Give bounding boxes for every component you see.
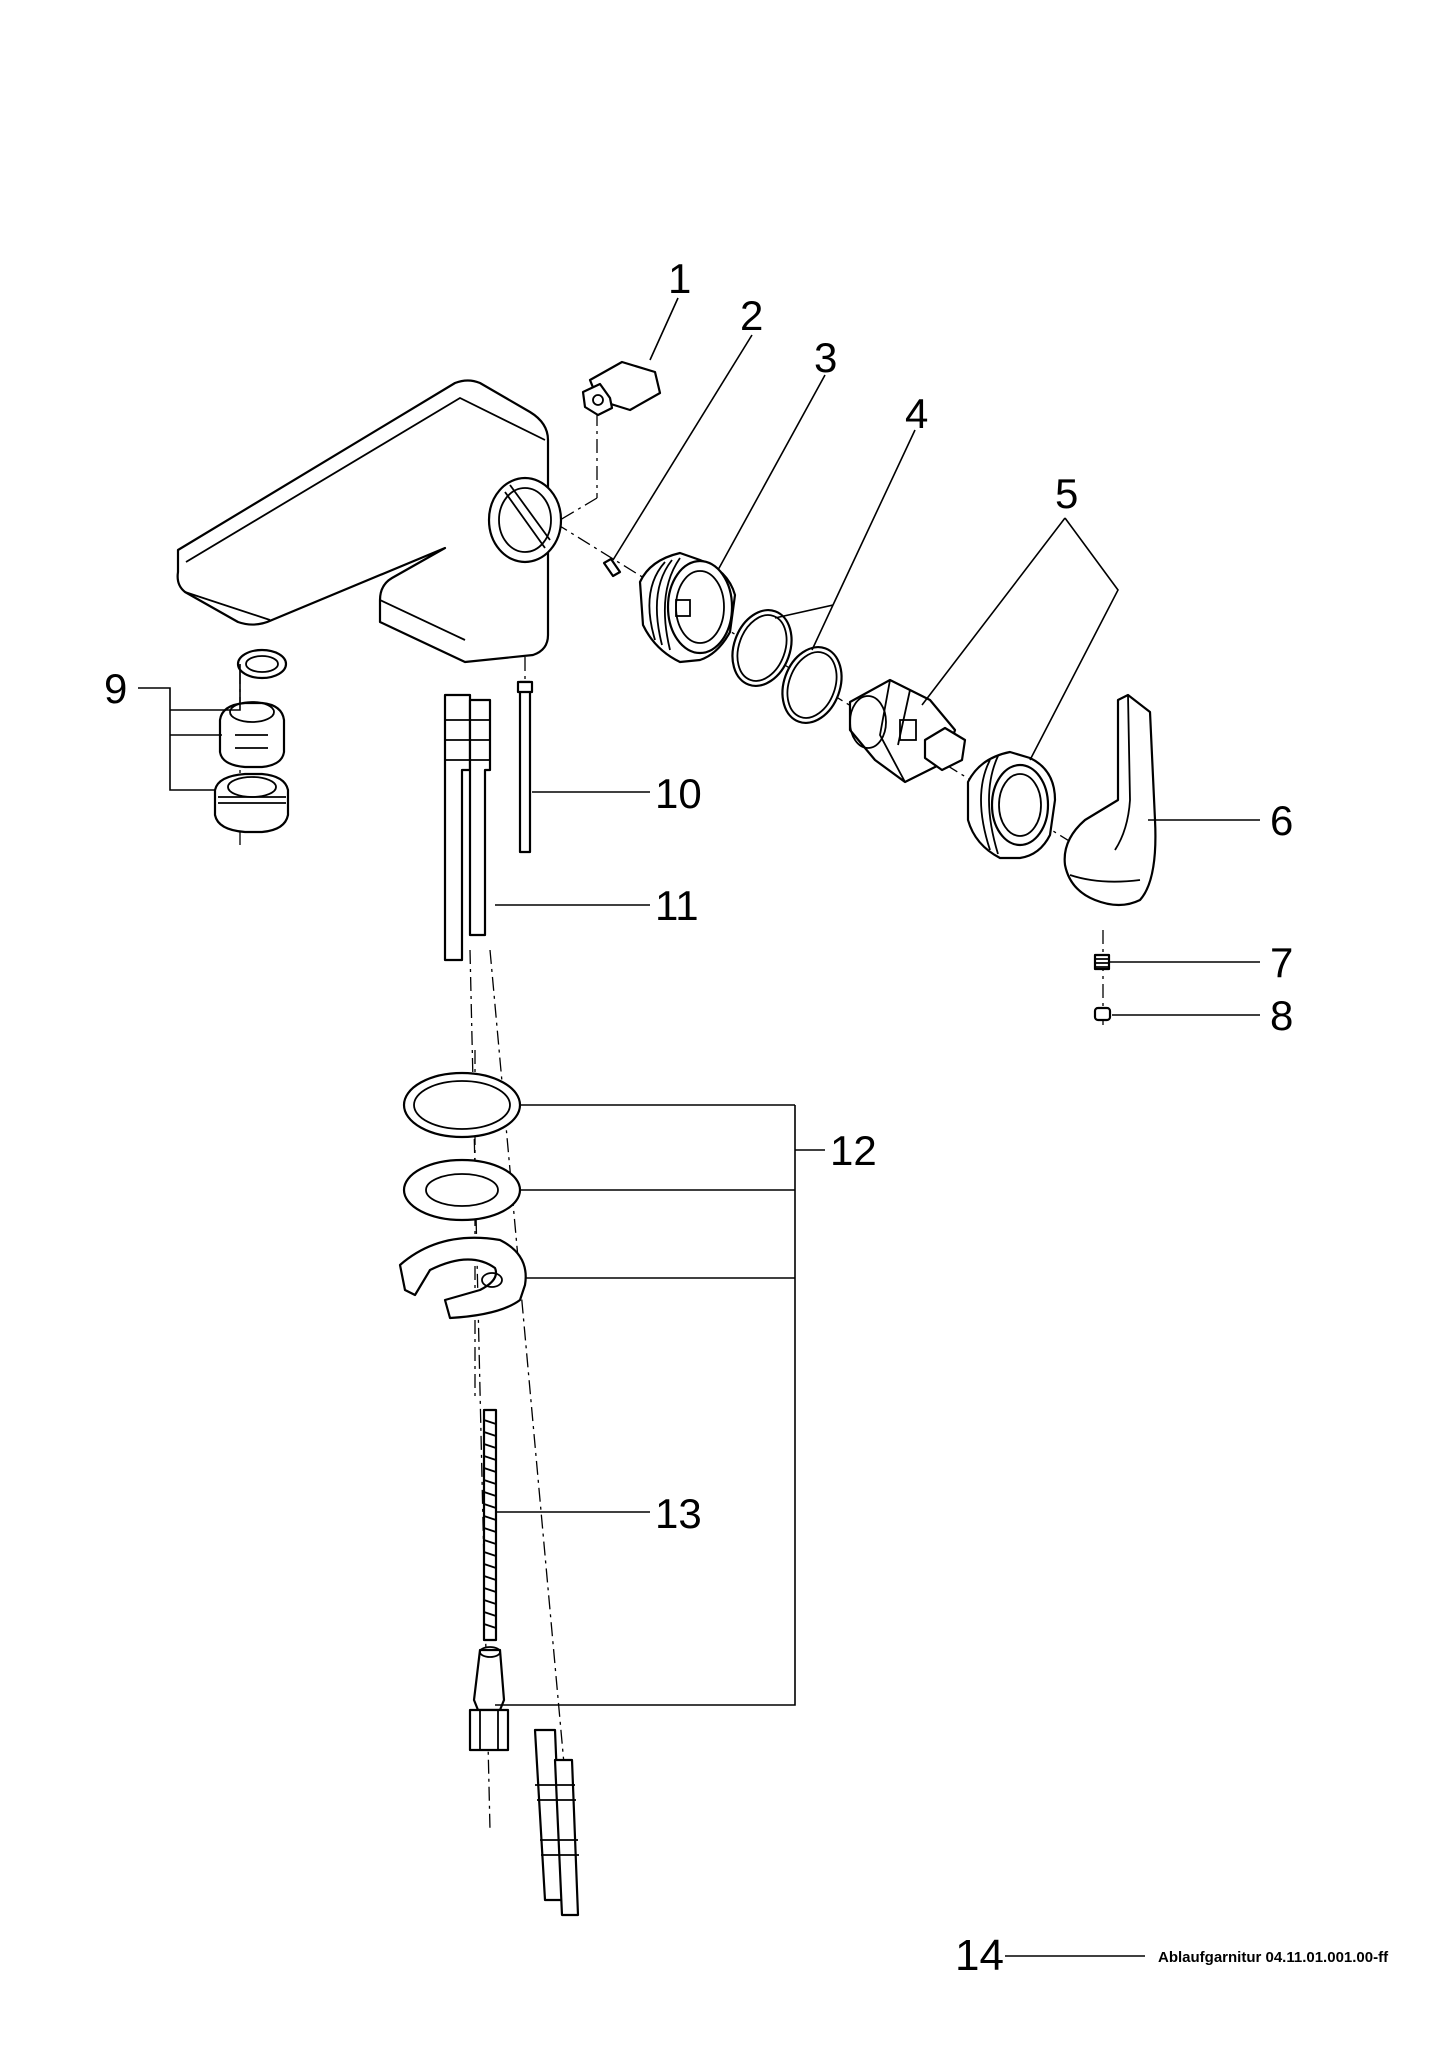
callout-10: 10 [655, 770, 702, 817]
callout-9: 9 [104, 665, 127, 712]
callout-2: 2 [740, 292, 763, 339]
callout-4: 4 [905, 390, 928, 437]
part-5-cartridge [848, 678, 967, 784]
callout-6: 6 [1270, 797, 1293, 844]
callout-7: 7 [1270, 939, 1293, 986]
part-10-rod [516, 680, 534, 854]
part-11-supply-hoses [443, 693, 492, 962]
callout-labels: 1 2 3 4 5 6 7 8 9 10 11 12 13 [104, 255, 1293, 1537]
part-6-lever-handle [1063, 693, 1157, 907]
callout-12: 12 [830, 1127, 877, 1174]
part-3-threaded-ring [638, 551, 737, 664]
callout-11: 11 [655, 882, 699, 929]
part-13-threaded-stud [468, 1408, 510, 1752]
callout-8: 8 [1270, 992, 1293, 1039]
part-7-grub-screw [1093, 953, 1111, 971]
part-4-o-rings [731, 609, 843, 724]
part-1-stop [581, 360, 662, 417]
part-5-bonnet [966, 750, 1057, 860]
page-number: 14 [955, 1931, 1004, 1980]
callout-1: 1 [668, 255, 691, 302]
part-2-pin [602, 557, 622, 578]
callout-3: 3 [814, 334, 837, 381]
callout-13: 13 [655, 1490, 702, 1537]
part-12-mounting-set [398, 1071, 527, 1320]
leader-lines [138, 297, 1260, 1706]
footer: 14 Ablaufgarnitur 04.11.01.001.00-ff [955, 1931, 1389, 1980]
faucet-body [176, 379, 563, 664]
callout-5: 5 [1055, 470, 1078, 517]
part-9-aerator-set [213, 648, 290, 834]
part-8-cap [1093, 1006, 1112, 1022]
document-reference: Ablaufgarnitur 04.11.01.001.00-ff [1158, 1949, 1389, 1966]
part-11-hose-ends [533, 1728, 580, 1917]
